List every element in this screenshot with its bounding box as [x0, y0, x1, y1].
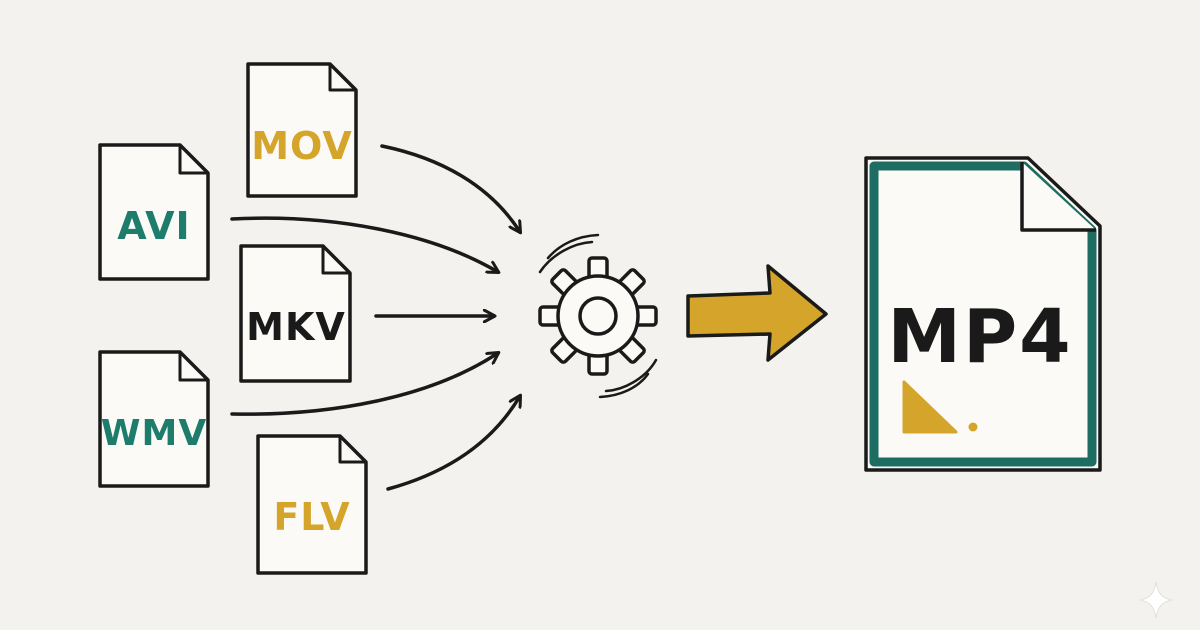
file-mp4-label: MP4	[887, 294, 1072, 380]
play-dot	[968, 422, 978, 432]
file-mkv: MKV	[239, 244, 352, 383]
file-mov-label: MOV	[251, 124, 353, 168]
play-triangle-icon	[902, 380, 958, 434]
file-wmv-label: WMV	[101, 413, 207, 454]
file-mkv-label: MKV	[246, 305, 346, 349]
motion-lines	[538, 233, 658, 399]
sparkle-icon	[1139, 581, 1173, 619]
arrow-mov	[380, 144, 520, 232]
arrow-wmv	[230, 353, 498, 416]
arrow-flv	[386, 396, 520, 491]
gear-icon	[538, 256, 658, 376]
file-flv-label: FLV	[273, 495, 350, 539]
file-wmv: WMV	[98, 350, 210, 488]
file-avi-label: AVI	[117, 204, 190, 248]
file-mp4: MP4	[864, 156, 1102, 472]
file-mov: MOV	[246, 62, 358, 198]
convert-arrow	[686, 264, 828, 362]
file-avi: AVI	[98, 143, 210, 281]
file-flv: FLV	[256, 434, 368, 575]
arrow-avi	[230, 216, 498, 272]
